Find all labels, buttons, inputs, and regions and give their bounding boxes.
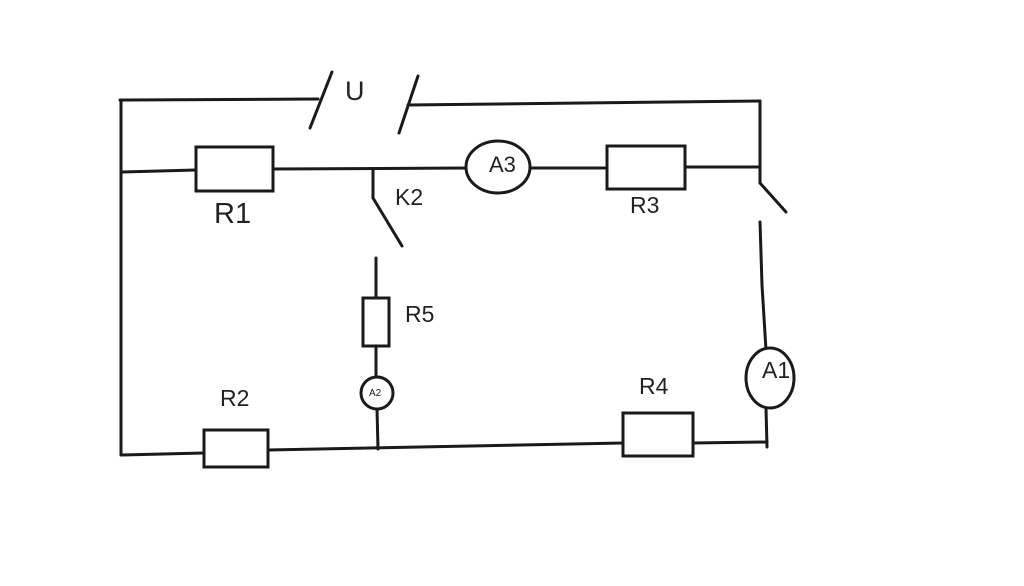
resistor-r3 bbox=[605, 144, 687, 191]
resistor-r5-label: R5 bbox=[405, 301, 434, 327]
resistor-r5 bbox=[361, 296, 391, 348]
switch-k2 bbox=[371, 196, 404, 248]
switch-k2-label: K2 bbox=[395, 184, 423, 210]
resistor-r4-label: R4 bbox=[639, 373, 669, 399]
switch-right bbox=[758, 181, 788, 214]
resistor-r4 bbox=[621, 411, 695, 458]
right-branch: A1 bbox=[744, 99, 796, 449]
resistor-r1 bbox=[194, 145, 275, 193]
ammeter-a3-label: A3 bbox=[489, 152, 516, 177]
resistor-r2-label: R2 bbox=[220, 385, 249, 411]
resistor-r3-label: R3 bbox=[630, 192, 659, 218]
ammeter-a1 bbox=[744, 346, 796, 410]
resistor-r1-label: R1 bbox=[214, 198, 251, 230]
middle-branch: R1 A3 R3 bbox=[119, 139, 762, 230]
bottom-branch: R2 R4 bbox=[119, 373, 769, 469]
resistor-r2 bbox=[202, 428, 270, 469]
supply-line: U bbox=[118, 70, 762, 135]
source-label-u: U bbox=[345, 76, 365, 106]
k2-branch: K2 R5 A2 bbox=[359, 167, 434, 451]
ammeter-a2-label: A2 bbox=[369, 388, 382, 399]
ammeter-a1-label: A1 bbox=[762, 357, 790, 383]
